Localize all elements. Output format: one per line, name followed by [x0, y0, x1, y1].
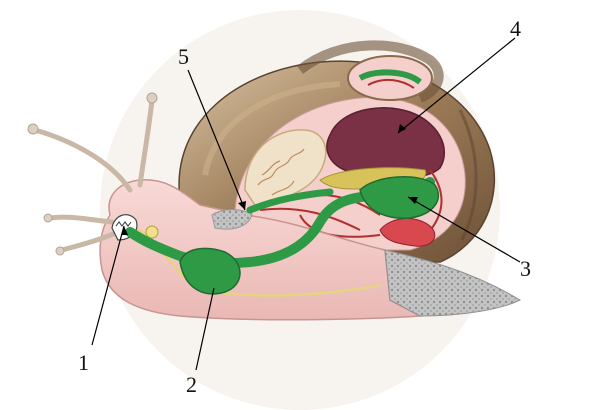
- callout-2: 2: [186, 372, 197, 397]
- arrowhead-4: [398, 124, 406, 133]
- callout-5: 5: [178, 44, 189, 69]
- liver: [326, 107, 445, 179]
- callout-4: 4: [510, 16, 521, 41]
- mantle-collar: [211, 209, 253, 230]
- nerve-ganglion: [145, 225, 159, 239]
- arrowhead-5: [238, 201, 246, 210]
- arrowheads: [121, 124, 418, 235]
- leader-lines: [91, 37, 521, 371]
- crop: [359, 176, 440, 219]
- leader-line-5: [187, 69, 246, 211]
- callout-3: 3: [520, 256, 531, 281]
- callout-1: 1: [78, 350, 89, 375]
- arrowhead-3: [408, 197, 418, 204]
- foot: [384, 249, 522, 317]
- tentacles: [32, 97, 155, 253]
- stomach: [179, 247, 241, 295]
- leader-line-2: [195, 287, 215, 371]
- intestine: [246, 188, 334, 214]
- leader-line-3: [407, 196, 521, 263]
- leader-line-4: [397, 37, 516, 134]
- blood-vessels: [259, 169, 443, 238]
- arrowhead-1: [121, 226, 128, 235]
- leader-line-1: [91, 225, 125, 346]
- upper-coil: [347, 55, 433, 101]
